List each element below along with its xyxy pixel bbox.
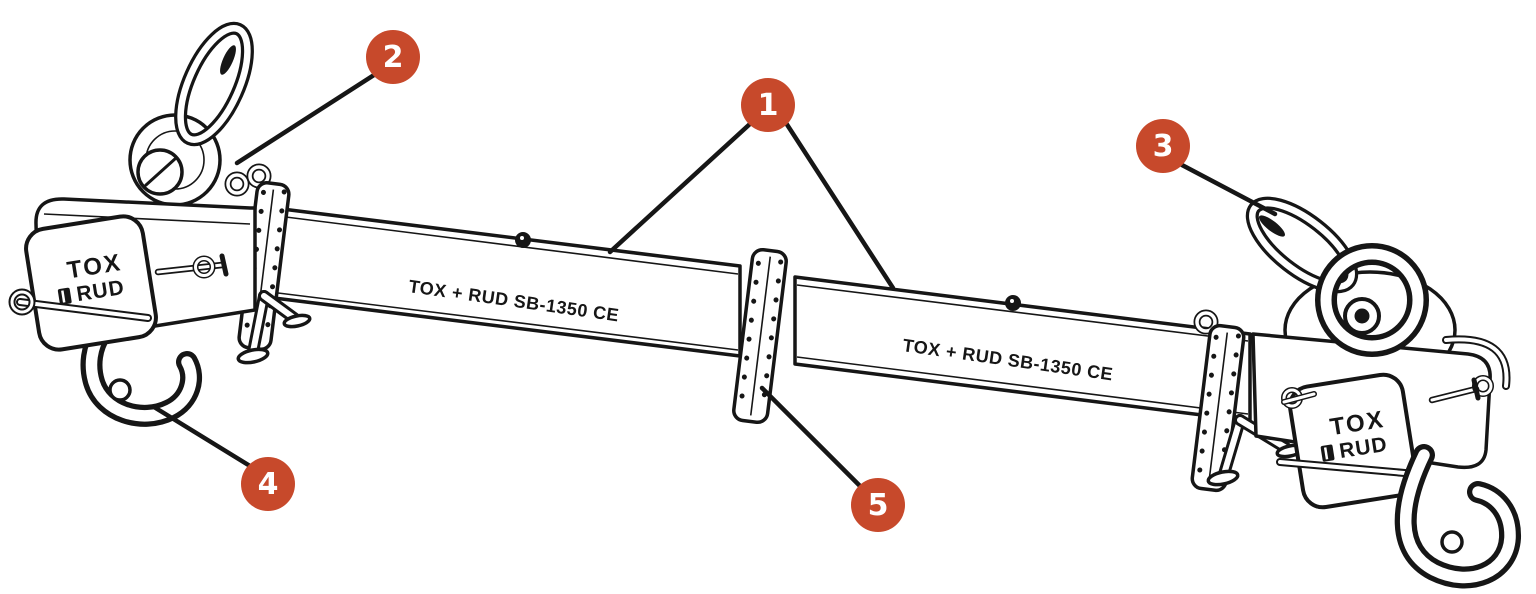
- beam-lug-left: [515, 232, 531, 248]
- callout-5: 5: [851, 478, 905, 532]
- shackle-bolt-left: [136, 148, 184, 196]
- plate-hanger-rod-right: [1276, 335, 1511, 478]
- leader-line-2: [234, 72, 377, 166]
- id-plate-right: TOX RUD: [1288, 372, 1418, 510]
- plate-hanger-rod-left: [8, 288, 152, 322]
- toggle-bolt-right: [1281, 375, 1494, 409]
- beam-tube-left-section: [230, 204, 742, 358]
- callout-1: 1: [741, 78, 795, 132]
- callout-3: 3: [1136, 119, 1190, 173]
- right-end-flange: [1190, 323, 1246, 493]
- leader-line-4: [151, 404, 253, 469]
- clevis-link-left: [174, 21, 254, 147]
- shackle-ring-right: [1315, 243, 1429, 357]
- leader-line-3: [1179, 162, 1278, 217]
- callout-4: 4: [241, 457, 295, 511]
- clevis-link-right: [1245, 196, 1359, 294]
- beam-lug-right: [1005, 295, 1021, 311]
- right-flange-eyelet: [1193, 309, 1219, 335]
- beam-tube-right-section: [793, 275, 1252, 423]
- callout-2: 2: [366, 30, 420, 84]
- center-coupling-flange: [732, 247, 788, 425]
- stand-legs-left: [236, 290, 312, 365]
- leader-line-5: [759, 385, 864, 490]
- id-plate-left: TOX RUD: [24, 214, 158, 352]
- leader-lines: [151, 72, 1278, 490]
- leader-line-1-right: [783, 120, 896, 291]
- leader-line-1-left: [607, 120, 754, 255]
- rud-logo-square: [57, 287, 72, 305]
- rud-logo-square: [1320, 444, 1335, 462]
- toggle-bolt-left: [154, 253, 229, 279]
- bottom-hook-right: [1394, 444, 1521, 589]
